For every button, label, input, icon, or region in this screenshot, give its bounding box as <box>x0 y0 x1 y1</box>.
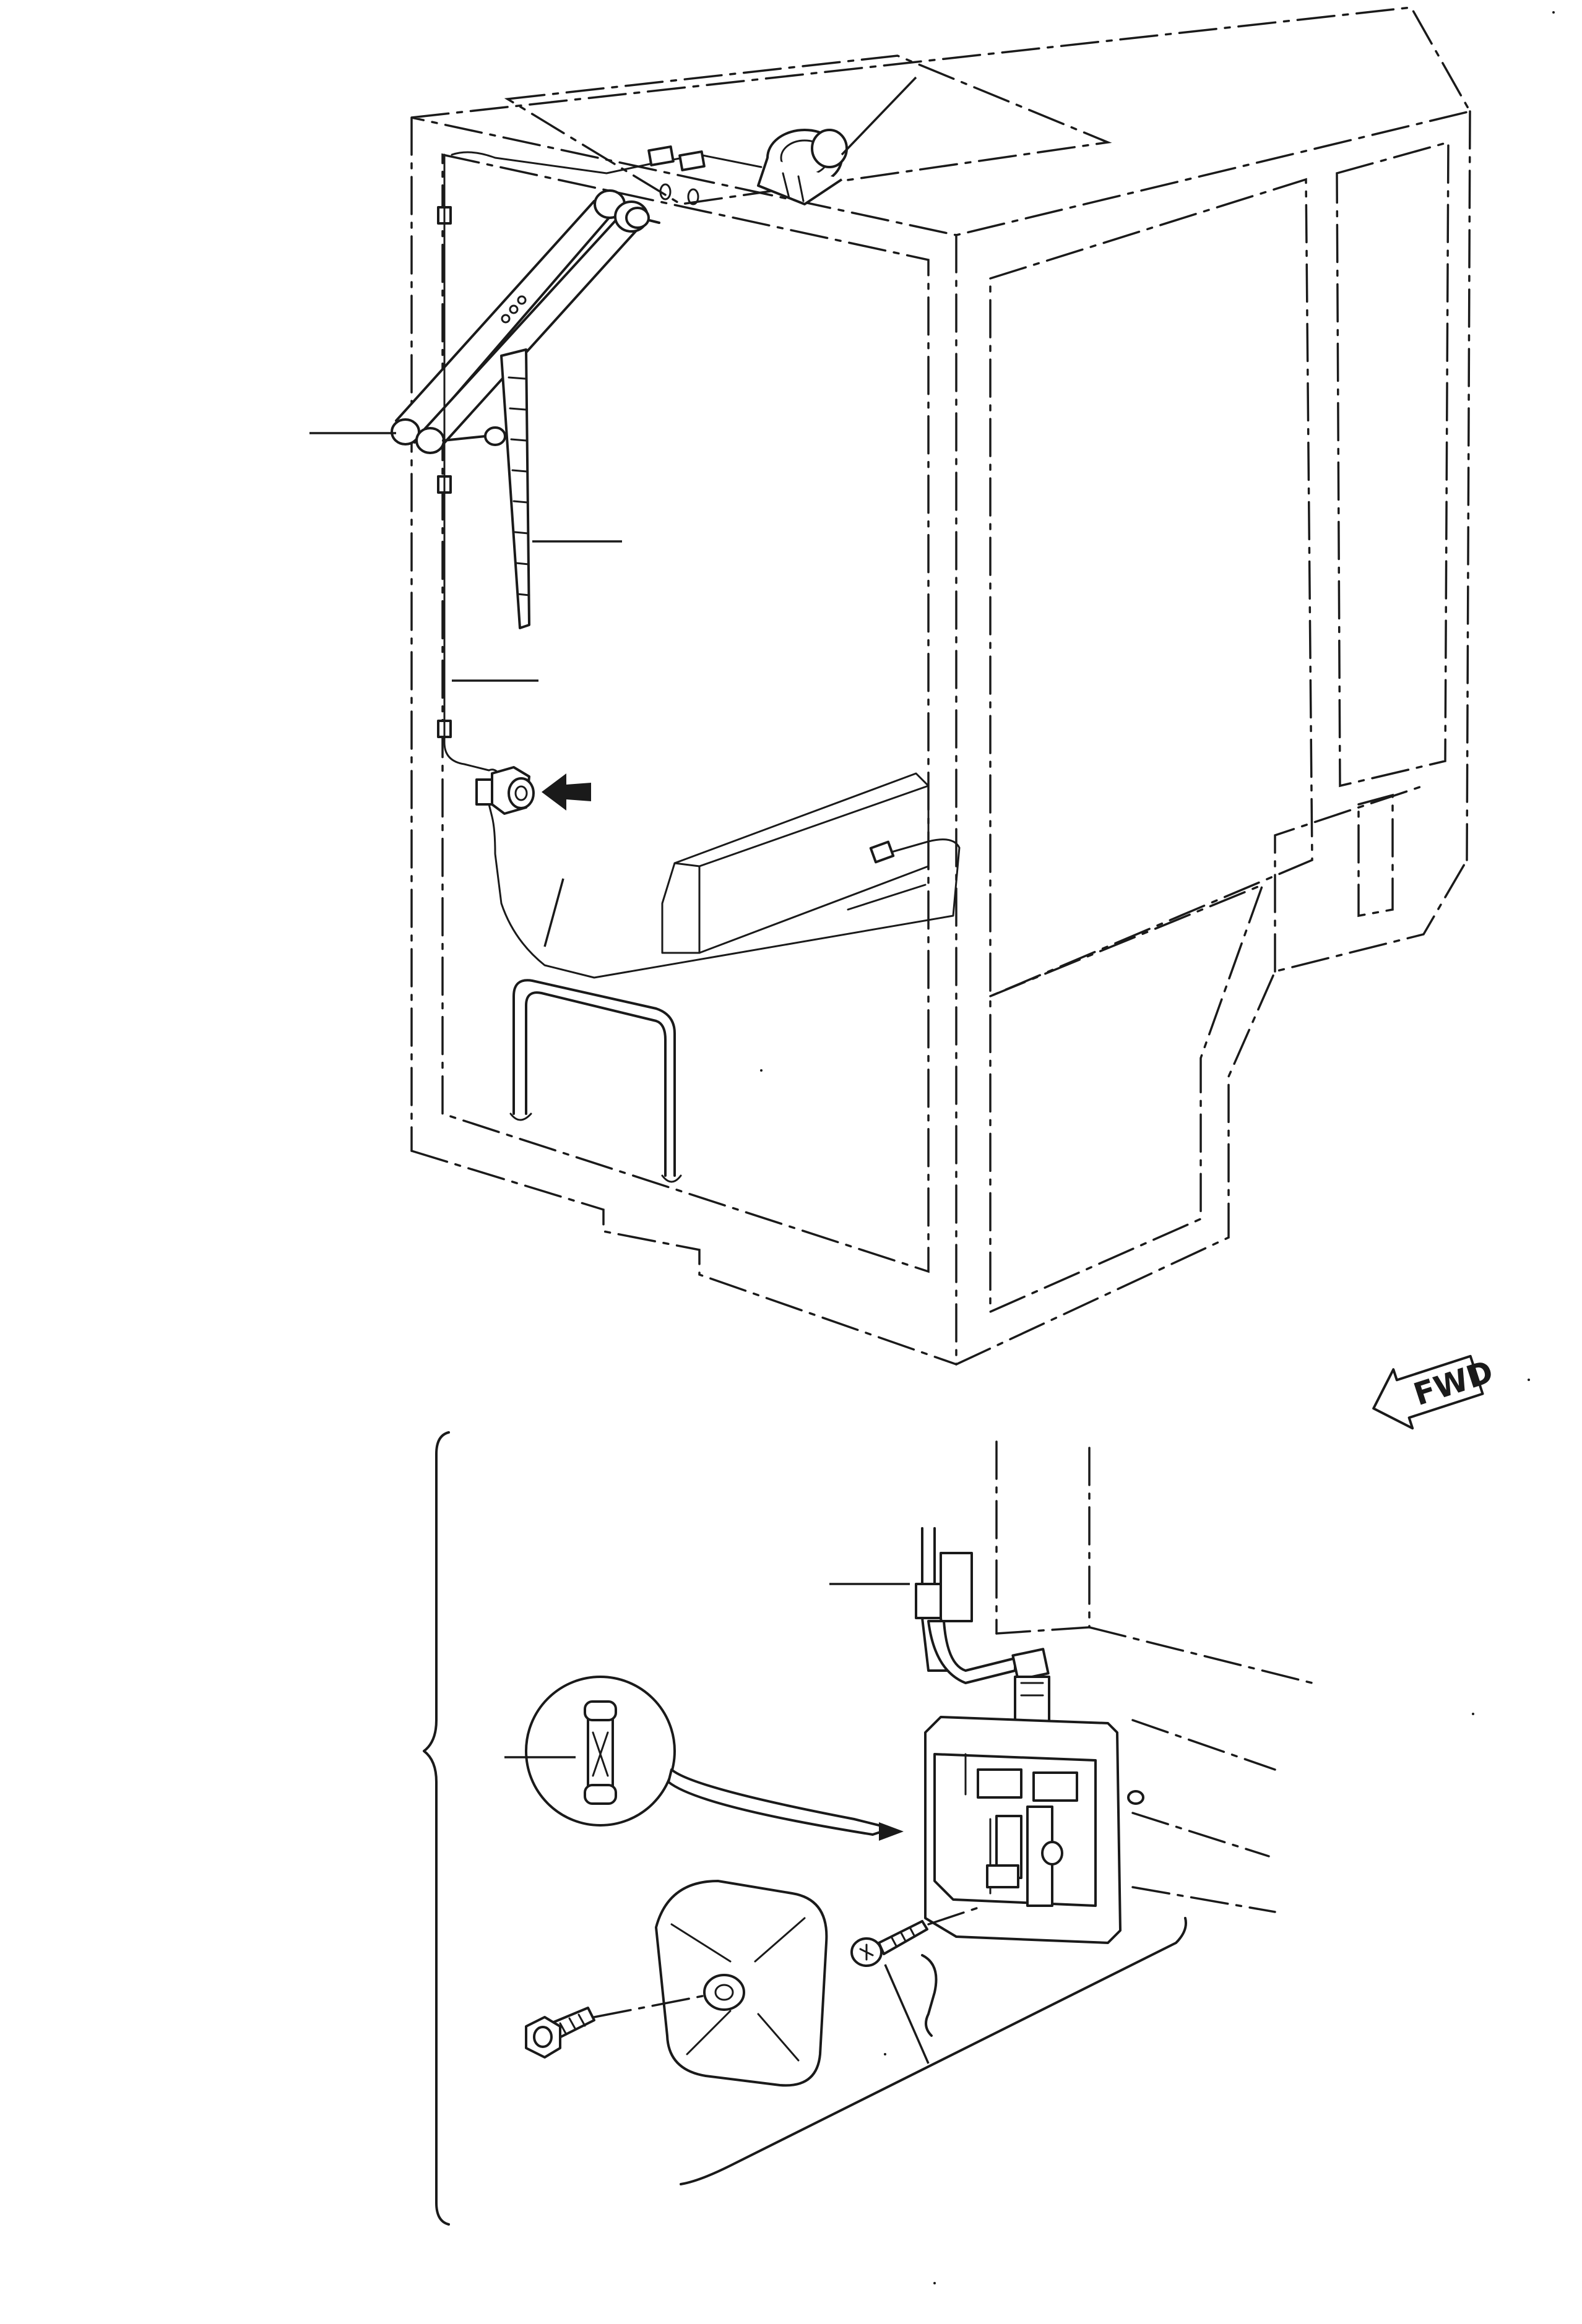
thumb-screw <box>525 1994 707 2059</box>
detail-bracket <box>423 1431 450 2226</box>
wiper-wiring-top <box>451 145 763 205</box>
seat-console <box>509 772 930 1183</box>
wiper-motor <box>757 129 848 205</box>
fuse-magnified <box>525 1676 676 1827</box>
detail-cutaway-outline <box>680 1917 1187 2185</box>
magnify-pointer <box>667 1768 904 1841</box>
wiper-blade <box>442 348 530 629</box>
leader-lines-top <box>309 76 917 947</box>
fuse-cover <box>655 1880 828 2087</box>
arrow-pointer-icon <box>542 773 591 811</box>
wiper-arm <box>391 189 660 454</box>
mounting-screw <box>850 1904 985 1967</box>
leader-lines-detail <box>504 1583 930 2064</box>
cab-outline <box>410 6 1472 1366</box>
detail-background-lines <box>995 1440 1313 1913</box>
fuse-holder-box <box>924 1716 1144 1944</box>
wiper-switch <box>491 766 535 815</box>
fwd-arrow-icon: FWD <box>1372 1354 1497 1430</box>
detail-harness <box>915 1527 1050 1731</box>
scan-specks <box>760 11 1555 2284</box>
